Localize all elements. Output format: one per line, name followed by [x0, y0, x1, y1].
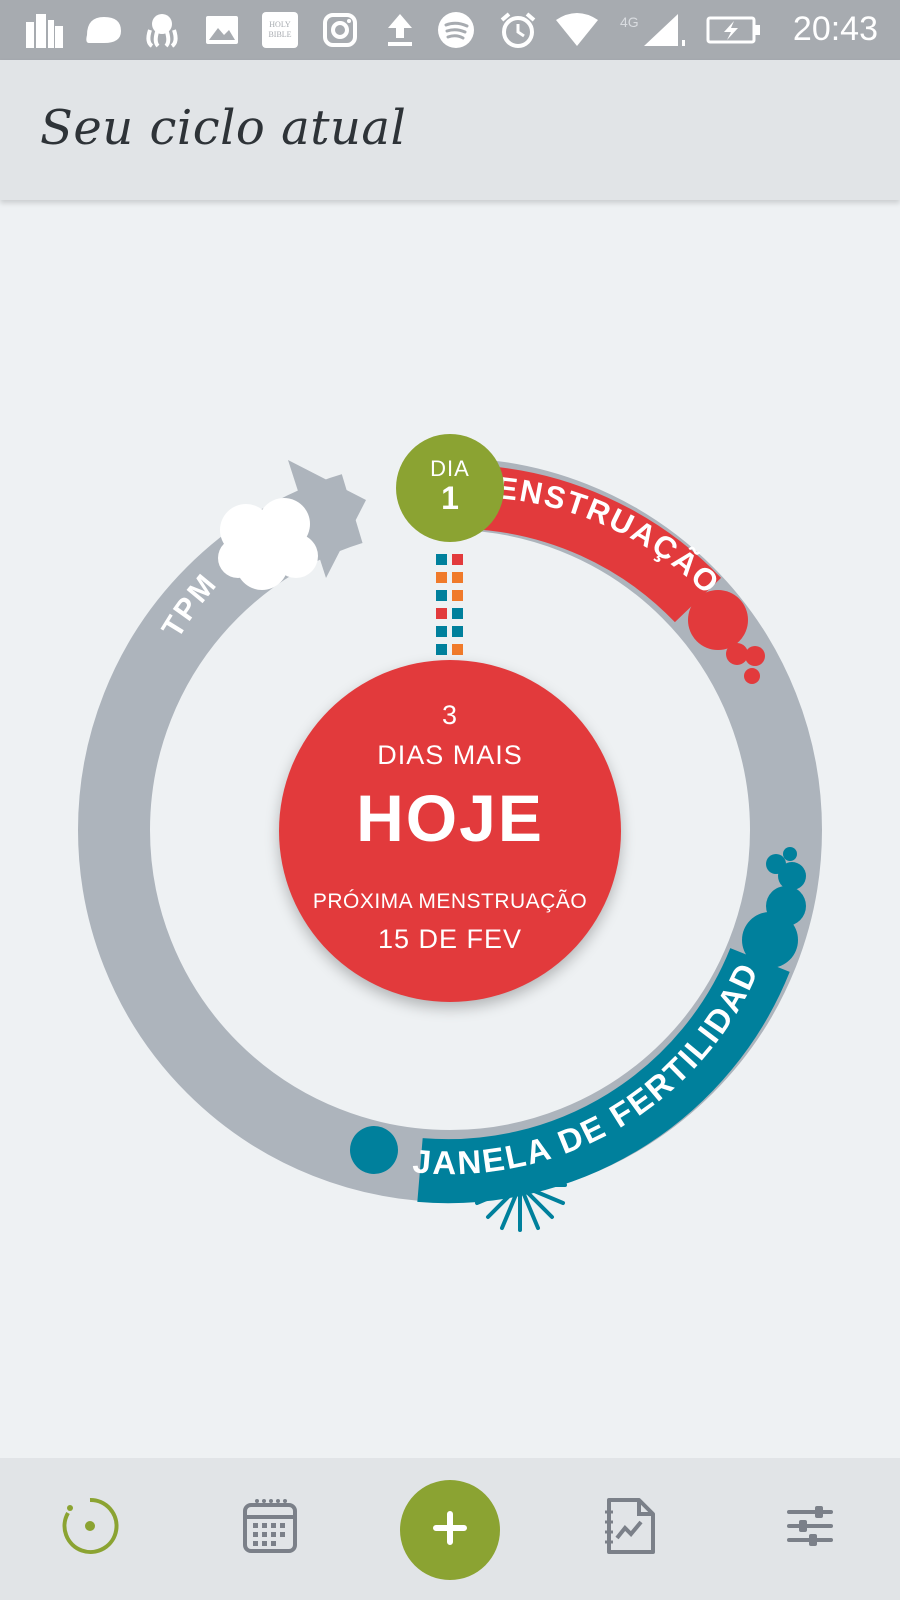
nav-settings[interactable] [770, 1488, 850, 1568]
network-type: 4G [620, 14, 639, 30]
fertility-bubble [766, 886, 806, 926]
svg-text:HOLY: HOLY [269, 20, 291, 29]
gallery-icon [200, 12, 244, 48]
ovulation-burst [473, 1138, 567, 1232]
day-number: 1 [441, 480, 459, 516]
menstruation-bubble [744, 668, 760, 684]
days-count: 3 [441, 700, 459, 730]
fertility-bubble [766, 854, 786, 874]
nav-notes[interactable] [590, 1488, 670, 1568]
upload-icon [378, 12, 422, 48]
tpm-label: TPM [156, 567, 224, 643]
tpm-cloud [218, 498, 318, 590]
city-icon [22, 12, 66, 48]
menstruation-label: MENSTRUAÇÃO [468, 469, 727, 602]
app-bar: Seu ciclo atual [0, 60, 900, 200]
spotify-icon [434, 12, 478, 48]
fertility-bubble [783, 847, 797, 861]
notes-chart-icon [601, 1496, 659, 1560]
nav-cycle[interactable] [50, 1488, 130, 1568]
day-connector [436, 554, 463, 673]
today-label: HOJE [356, 781, 544, 855]
clock: 20:43 [792, 10, 878, 48]
signal-icon [640, 12, 690, 48]
calendar-icon [241, 1497, 299, 1559]
cycle-icon [60, 1496, 120, 1560]
page-title: Seu ciclo atual [40, 100, 407, 156]
chat-bubble-icon [82, 12, 126, 48]
nav-calendar[interactable] [230, 1488, 310, 1568]
day-label: DIA [430, 456, 470, 481]
next-period-date: 15 DE FEV [377, 924, 523, 954]
next-period-label: PRÓXIMA MENSTRUAÇÃO [312, 890, 588, 913]
menstruation-bubble [745, 646, 765, 666]
menstruation-bubble [688, 590, 748, 650]
period-countdown-circle[interactable]: 3 DIAS MAIS HOJE PRÓXIMA MENSTRUAÇÃO 15 … [279, 660, 621, 1002]
add-entry-button[interactable] [400, 1480, 500, 1580]
instagram-icon [318, 12, 362, 48]
menstruation-arc [468, 465, 722, 623]
menstruation-bubble [726, 643, 748, 665]
fertility-bubble [742, 912, 798, 968]
fertility-bubble [350, 1126, 398, 1174]
wifi-icon [552, 12, 602, 48]
battery-charging-icon [704, 12, 764, 48]
bottom-nav [0, 1458, 900, 1600]
svg-text:BIBLE: BIBLE [268, 30, 291, 39]
octopus-icon [140, 12, 184, 48]
current-day-badge[interactable]: DIA 1 [396, 434, 504, 542]
cycle-arrow-head [288, 460, 366, 578]
fertility-bubble [778, 862, 806, 890]
add-icon [430, 1508, 470, 1552]
settings-sliders-icon [785, 1504, 835, 1552]
alarm-icon [496, 12, 540, 48]
days-more-label: DIAS MAIS [377, 740, 523, 770]
